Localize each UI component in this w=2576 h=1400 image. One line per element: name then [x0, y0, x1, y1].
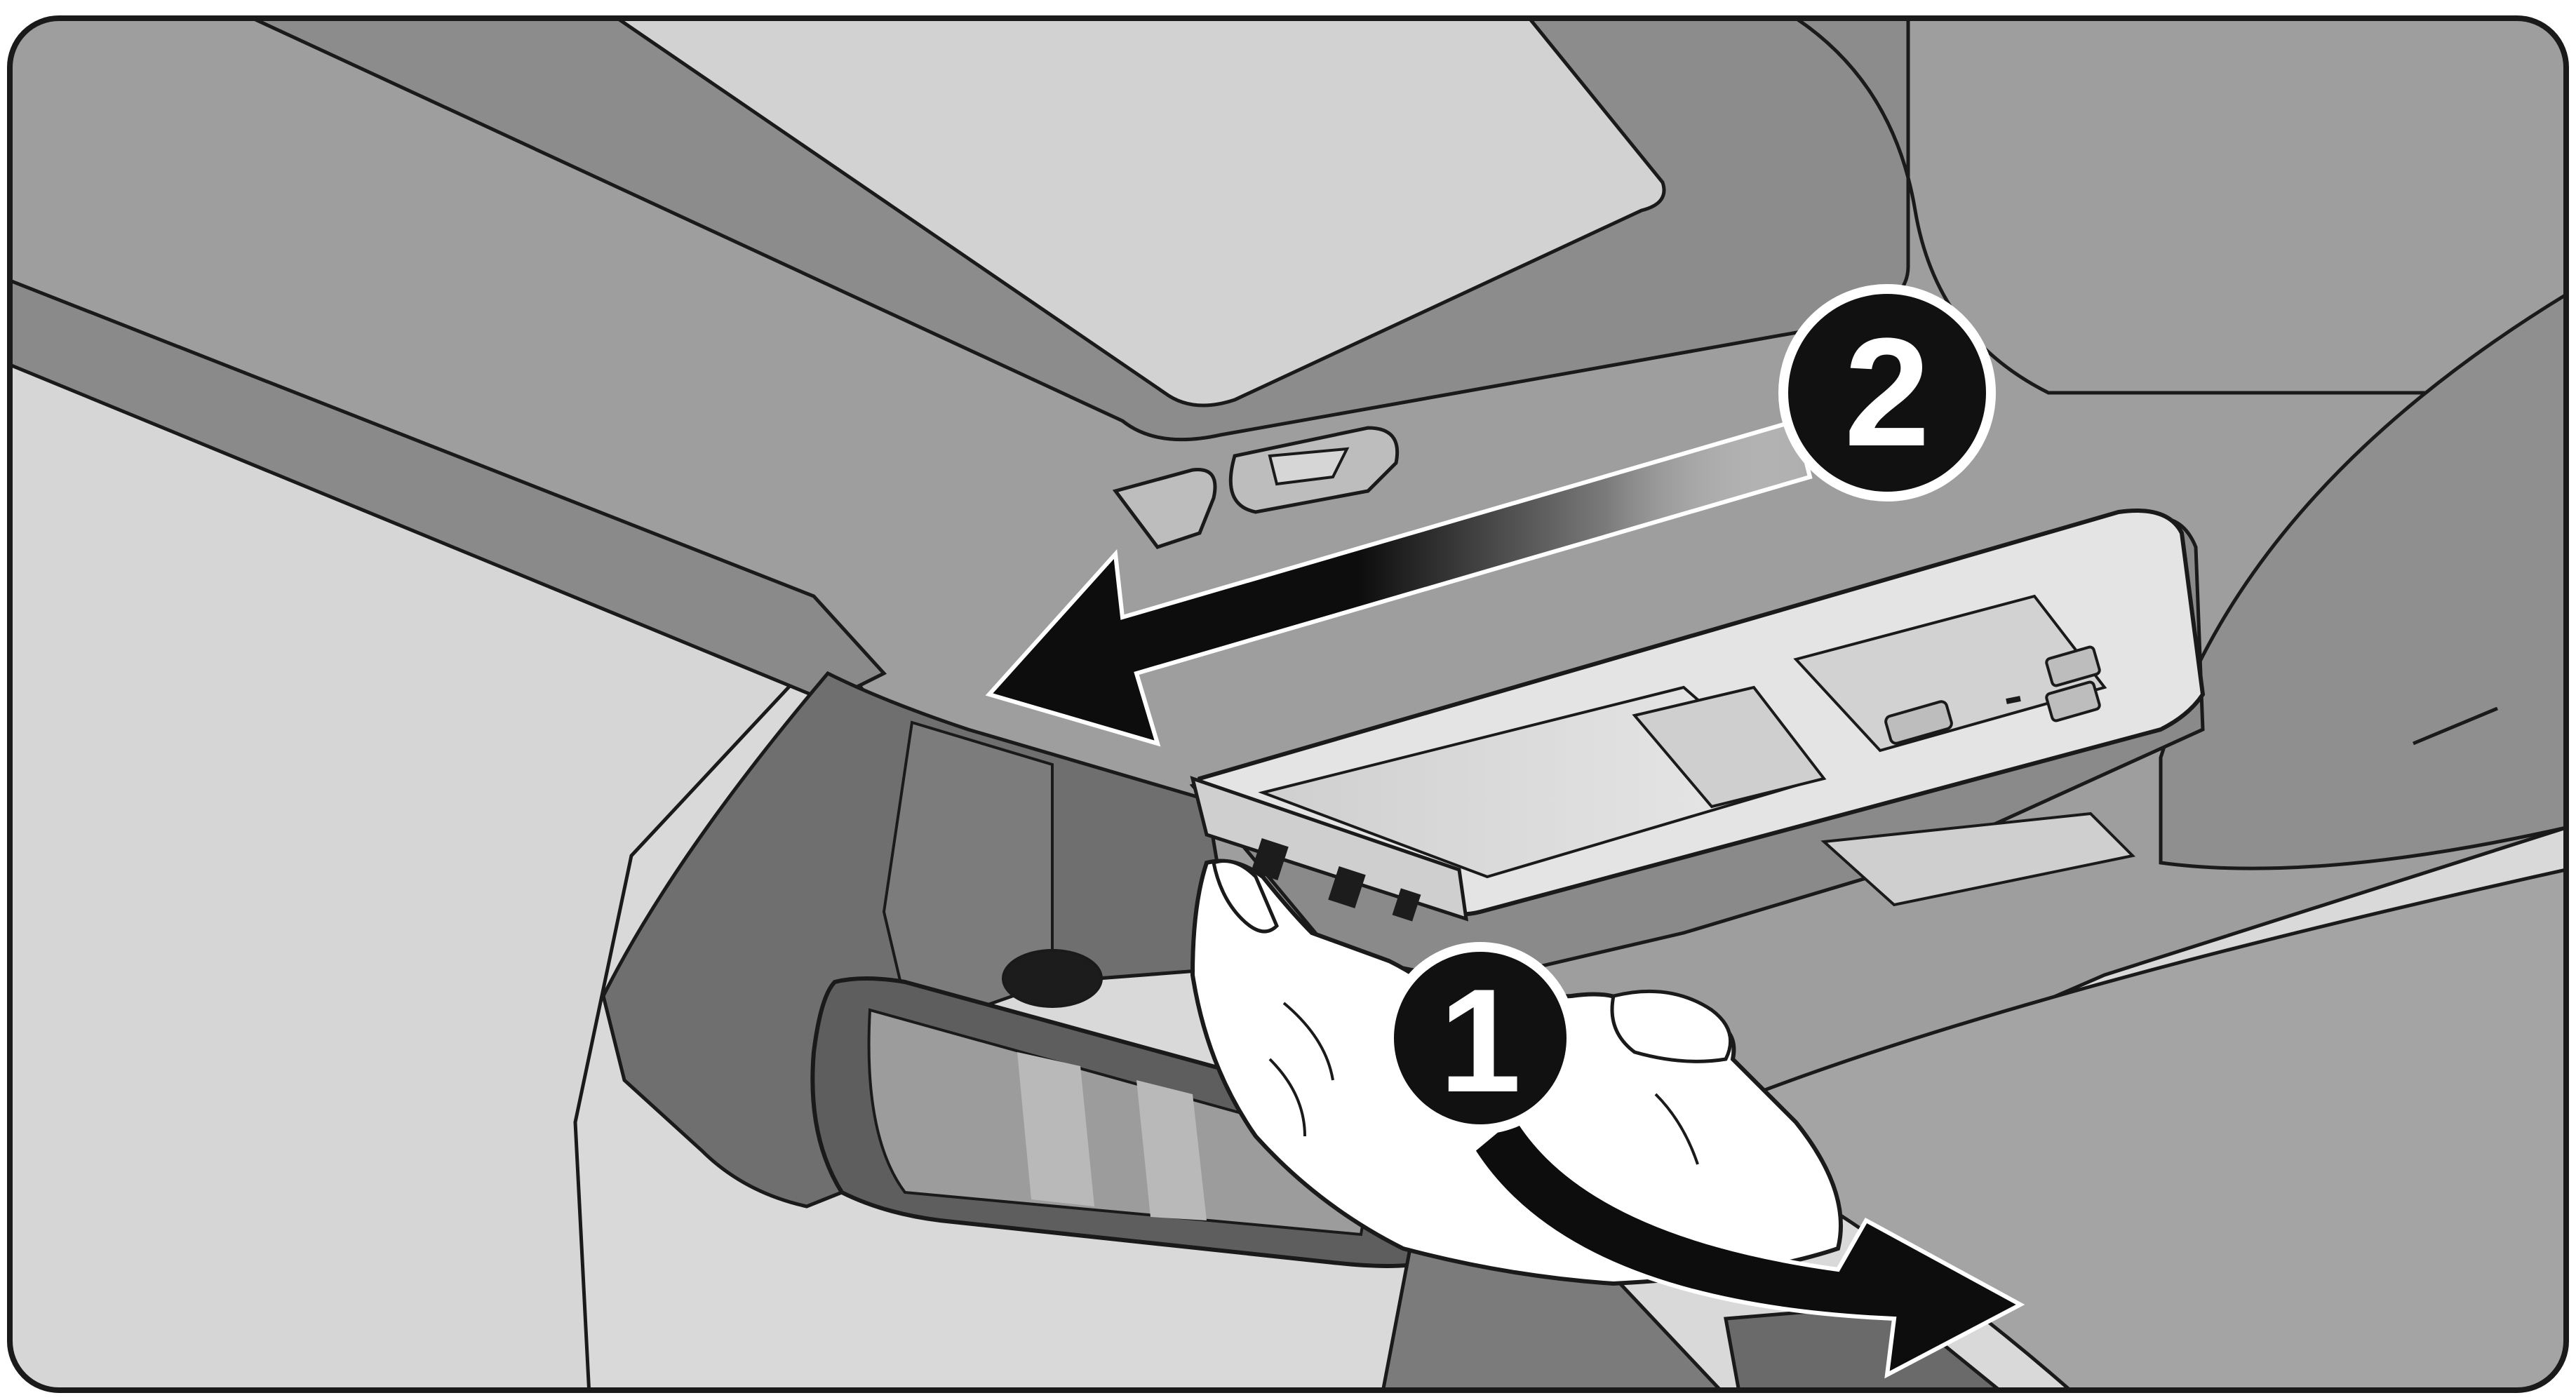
- console-indicator: [2006, 699, 2020, 701]
- step-1-label: 1: [1440, 958, 1522, 1123]
- step-2-label: 2: [1844, 306, 1930, 478]
- mirror-pivot: [1003, 950, 1101, 1007]
- step-1-badge: 1: [1389, 947, 1571, 1129]
- step-2-badge: 2: [1783, 289, 1991, 497]
